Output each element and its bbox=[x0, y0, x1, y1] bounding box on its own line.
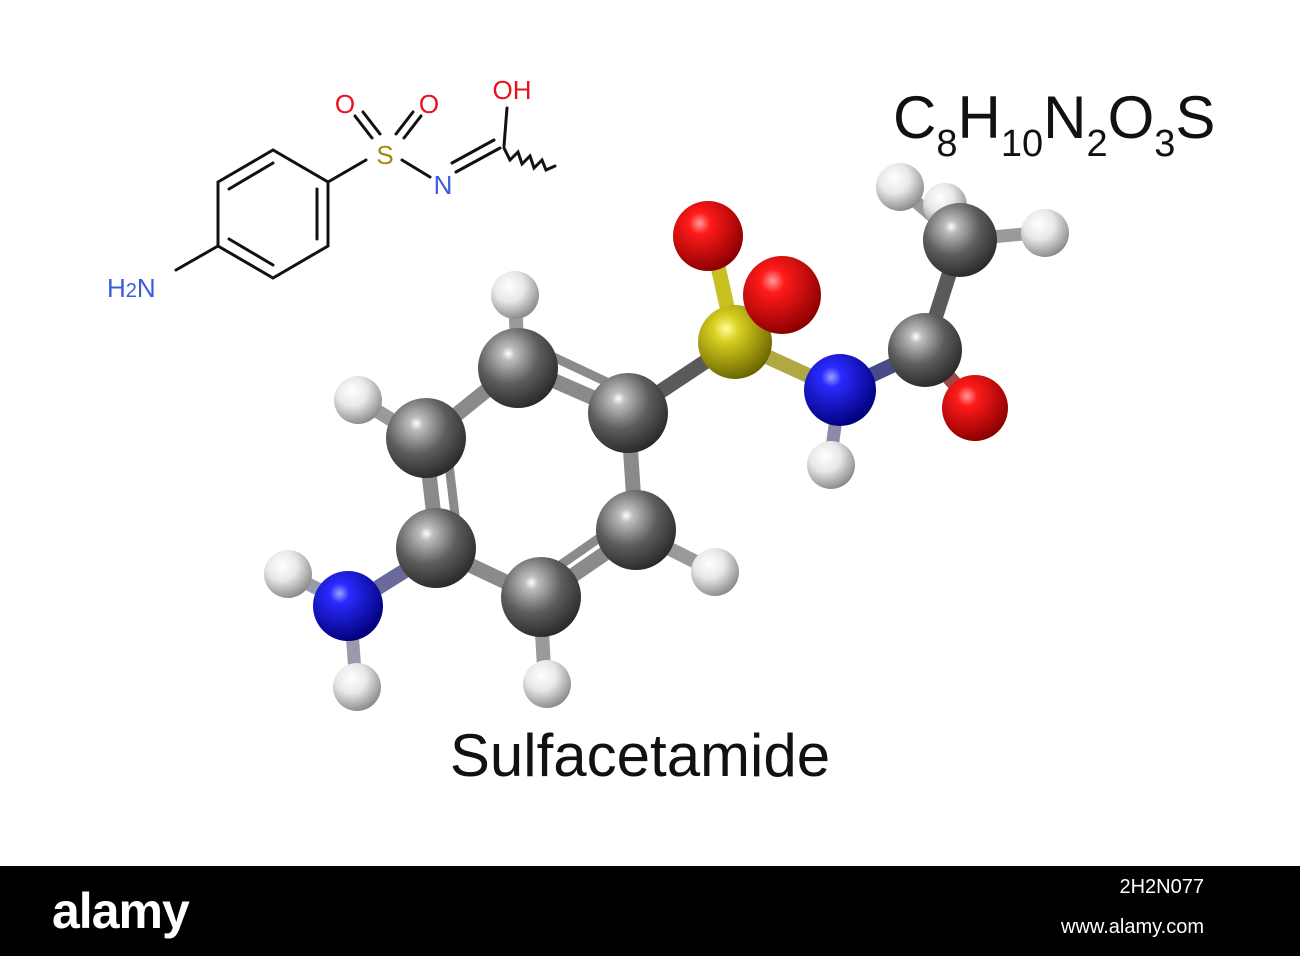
ball-and-stick-model bbox=[264, 163, 1069, 711]
atom-hydrogen bbox=[491, 271, 539, 319]
atom-sulfur bbox=[698, 305, 772, 379]
atom-hydrogen bbox=[807, 441, 855, 489]
formula-sub-h: 10 bbox=[1001, 123, 1043, 165]
formula-symbol-h: H bbox=[957, 84, 1000, 151]
label-amine: H2N bbox=[107, 273, 156, 303]
atom-hydrogen bbox=[264, 550, 312, 598]
formula-sub-n: 2 bbox=[1086, 123, 1107, 165]
skeletal-bond-ring-sulfur bbox=[326, 158, 368, 184]
footer-image-id: 2H2N077 bbox=[1119, 876, 1204, 898]
label-hydroxyl: OH bbox=[493, 75, 532, 105]
skeletal-bond-s-o-left bbox=[361, 110, 382, 136]
skeletal-bond-n-c bbox=[450, 138, 496, 165]
label-amine-subscript: 2 bbox=[126, 280, 137, 302]
label-oxygen-right: O bbox=[419, 89, 439, 119]
skeletal-inner-bond bbox=[227, 237, 275, 267]
atom-hydrogen bbox=[523, 660, 571, 708]
formula-symbol-s: S bbox=[1175, 84, 1215, 151]
skeletal-bond-c-oh bbox=[502, 106, 509, 148]
watermark-footer: alamy 2H2N077 www.alamy.com bbox=[0, 866, 1300, 956]
molecular-formula: C8H10N2O3S bbox=[893, 84, 1215, 165]
footer-logo: alamy bbox=[52, 883, 190, 939]
skeletal-structure bbox=[174, 106, 557, 280]
skeletal-benzene-ring bbox=[216, 148, 330, 280]
formula-sub-o: 3 bbox=[1154, 123, 1175, 165]
label-amine-h: H bbox=[107, 273, 126, 303]
atom-oxygen bbox=[942, 375, 1008, 441]
formula-sub-c: 8 bbox=[936, 123, 957, 165]
skeletal-wavy-bond bbox=[502, 146, 557, 173]
skeletal-bond-s-o-left bbox=[353, 114, 374, 140]
formula-symbol-o: O bbox=[1108, 84, 1155, 151]
atom-nitrogen bbox=[313, 571, 383, 641]
atom-carbon bbox=[596, 490, 676, 570]
model-atoms bbox=[264, 163, 1069, 711]
atom-carbon bbox=[923, 203, 997, 277]
atom-carbon bbox=[396, 508, 476, 588]
atom-carbon bbox=[888, 313, 962, 387]
formula-symbol-c: C bbox=[893, 84, 936, 151]
skeletal-bond-ring-amine bbox=[174, 244, 220, 272]
formula-symbol-n: N bbox=[1043, 84, 1086, 151]
atom-hydrogen bbox=[333, 663, 381, 711]
molecule-figure: O O OH S N H2N C8H10N2O3S bbox=[107, 75, 1215, 789]
atom-hydrogen bbox=[334, 376, 382, 424]
label-amine-n: N bbox=[137, 273, 156, 303]
atom-hydrogen bbox=[876, 163, 924, 211]
atom-oxygen bbox=[673, 201, 743, 271]
atom-hydrogen bbox=[1021, 209, 1069, 257]
atom-carbon bbox=[501, 557, 581, 637]
atom-oxygen bbox=[743, 256, 821, 334]
skeletal-labels: O O OH S N H2N bbox=[107, 75, 532, 303]
skeletal-inner-bond bbox=[227, 161, 275, 191]
molecule-name: Sulfacetamide bbox=[450, 722, 830, 789]
label-sulfur: S bbox=[376, 140, 393, 170]
skeletal-bond-s-o-right bbox=[402, 114, 423, 140]
skeletal-bond-s-o-right bbox=[394, 110, 415, 136]
atom-hydrogen bbox=[691, 548, 739, 596]
atom-carbon bbox=[478, 328, 558, 408]
footer-url: www.alamy.com bbox=[1061, 916, 1204, 938]
atom-nitrogen bbox=[804, 354, 876, 426]
atom-carbon bbox=[588, 373, 668, 453]
label-oxygen-left: O bbox=[335, 89, 355, 119]
label-nitrogen: N bbox=[434, 170, 453, 200]
atom-carbon bbox=[386, 398, 466, 478]
skeletal-bond-n-c bbox=[454, 146, 502, 174]
skeletal-bond-s-n bbox=[400, 158, 432, 179]
